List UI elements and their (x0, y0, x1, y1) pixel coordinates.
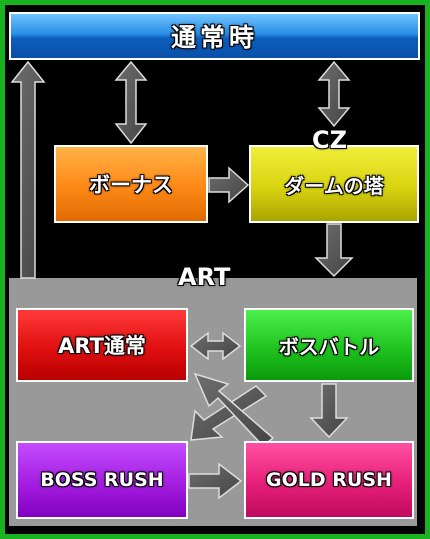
node-boss-rush: BOSS RUSH (16, 441, 188, 519)
arrow-goldrush-to-artnormal (193, 372, 275, 448)
arrow-bonus-to-tower (208, 166, 250, 204)
arrow-normal-tower (317, 60, 351, 128)
arrow-bossrush-to-goldrush (188, 462, 243, 500)
label-art: ART (178, 263, 231, 291)
arrow-bossbattle-to-goldrush (309, 383, 349, 439)
arrow-tower-to-art (314, 223, 354, 278)
arrow-bossbattle-to-bossrush (190, 385, 268, 441)
arrow-artnormal-bossbattle (189, 331, 242, 361)
arrow-normal-bonus (114, 60, 148, 145)
node-art-normal: ART通常 (16, 308, 188, 382)
arrow-art-to-normal (10, 60, 46, 279)
label-cz: CZ (312, 126, 348, 154)
node-tower: ダームの塔 (249, 145, 419, 223)
node-normal: 通常時 (9, 12, 420, 60)
node-bonus: ボーナス (54, 145, 208, 223)
node-boss-battle: ボスバトル (244, 308, 414, 382)
node-gold-rush: GOLD RUSH (244, 441, 414, 519)
